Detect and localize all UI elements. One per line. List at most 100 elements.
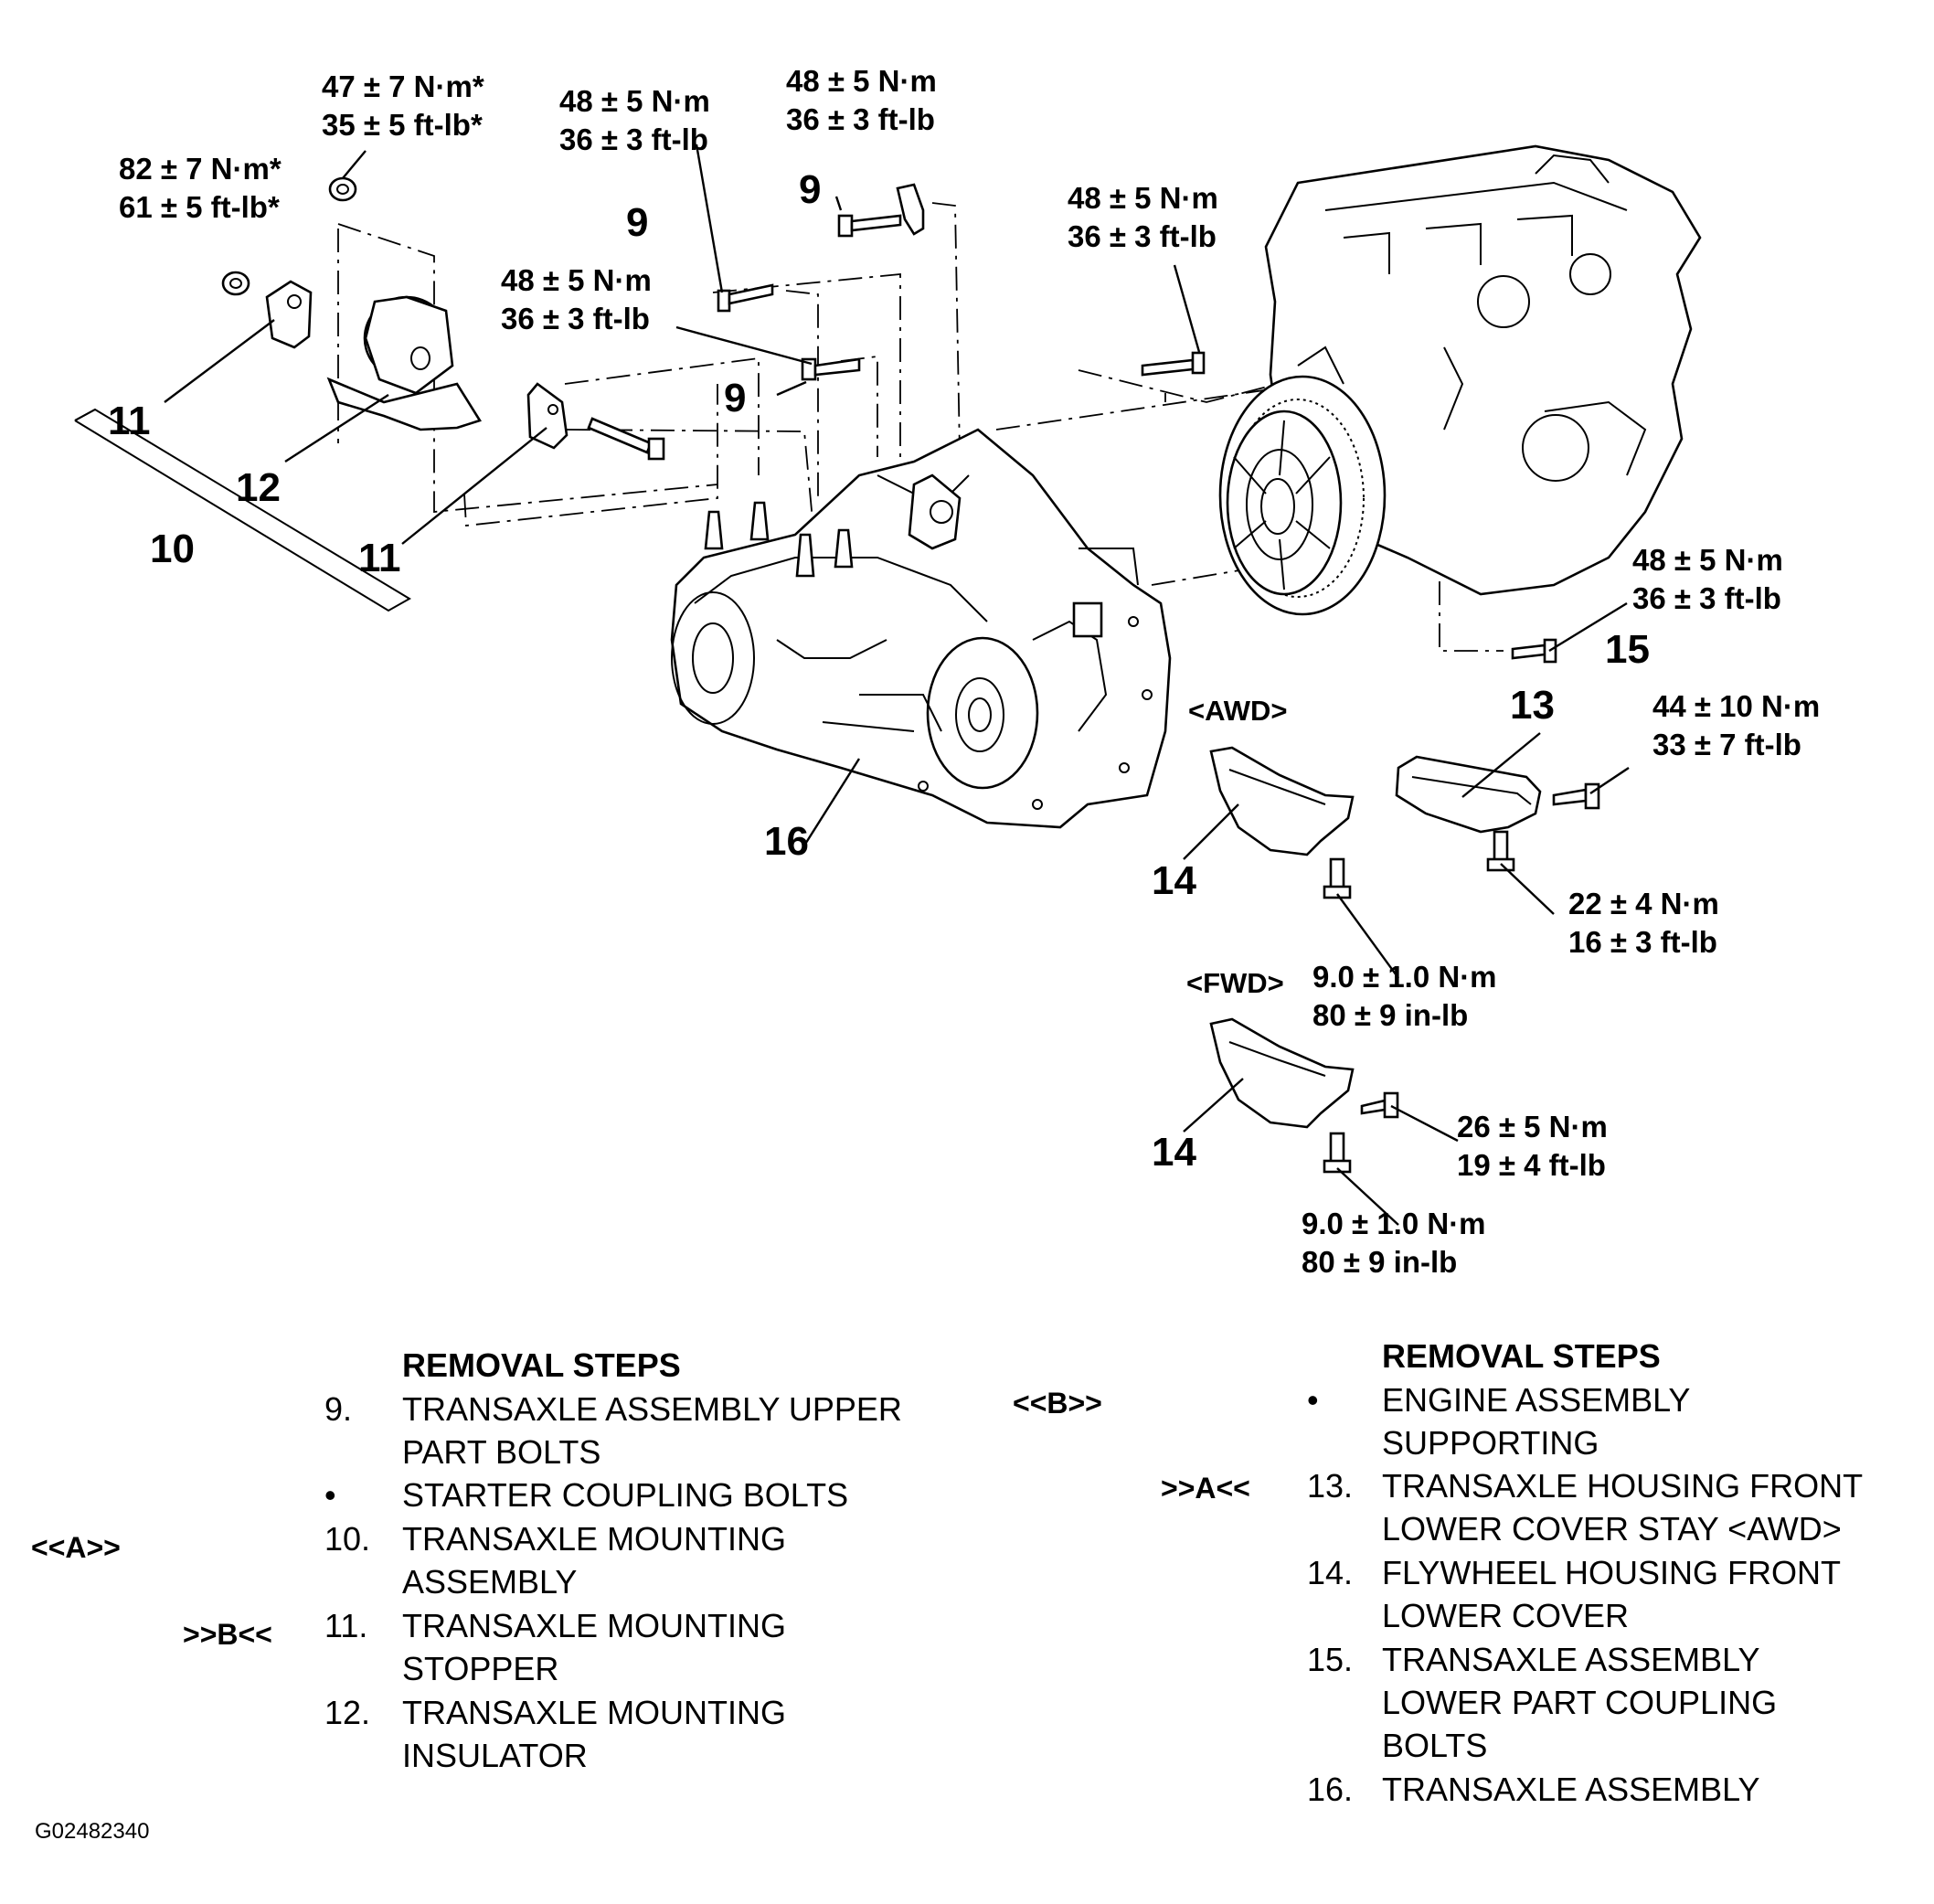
leader-line (695, 144, 724, 293)
callout-number: 16 (764, 819, 809, 864)
removal-steps-right: REMOVAL STEPS <<B>> >>A<< • ENGINE ASSEM… (987, 1325, 1929, 1808)
exploded-view-diagram: 82 ± 7 N·m* 61 ± 5 ft-lb* 47 ± 7 N·m* 35… (74, 64, 1820, 1279)
leader-line (1183, 803, 1239, 860)
mount-assembly-outline (74, 409, 96, 421)
step-number: 11. (324, 1607, 368, 1644)
torque-spec-label: 36 ± 3 ft-lb (1068, 219, 1217, 253)
bolt-9a (717, 283, 774, 313)
torque-spec-label: 48 ± 5 N·m (1068, 181, 1218, 215)
flywheel-cover-fwd (1209, 1017, 1355, 1129)
leader-line (675, 325, 813, 366)
leader-line (342, 150, 367, 179)
torque-spec-label: 48 ± 5 N·m (501, 263, 652, 297)
leader-line (164, 319, 275, 403)
alignment-line (785, 290, 819, 501)
alignment-line (564, 356, 760, 475)
callout-number: 11 (358, 536, 401, 580)
callout-number: 9 (626, 200, 648, 245)
step-text: SUPPORTING (1382, 1424, 1599, 1462)
callout-number: 9 (724, 376, 746, 420)
leader-line (1390, 1104, 1459, 1143)
leader-line (1548, 601, 1628, 653)
step-marker: <<A>> (31, 1531, 121, 1564)
leader-line (802, 758, 861, 846)
step-bullet: • (324, 1476, 336, 1514)
step-text: ENGINE ASSEMBLY (1382, 1381, 1691, 1419)
leader-line (284, 393, 389, 463)
variant-label-awd: <AWD> (1188, 695, 1288, 727)
callout-number: 14 (1152, 1130, 1196, 1175)
step-text: TRANSAXLE ASSEMBLY UPPER (402, 1390, 902, 1428)
callout-number: 15 (1605, 627, 1650, 672)
bolt-15 (1511, 638, 1557, 664)
callout-number: 9 (799, 167, 821, 212)
callout-number: 10 (150, 527, 195, 571)
step-text: LOWER PART COUPLING (1382, 1684, 1778, 1721)
alignment-line (337, 223, 718, 513)
variant-label-fwd: <FWD> (1186, 967, 1284, 999)
torque-spec-label: 33 ± 7 ft-lb (1652, 728, 1801, 761)
leader-line (401, 427, 547, 545)
lower-cover-stay (1395, 755, 1542, 834)
torque-spec-label: 22 ± 4 N·m (1568, 887, 1719, 920)
callout-number: 12 (236, 465, 281, 510)
torque-spec-label: 48 ± 5 N·m (559, 84, 710, 118)
bolt-9-fwd (1323, 1132, 1352, 1174)
bolt-26 (1360, 1091, 1399, 1119)
torque-spec-label: 80 ± 9 in-lb (1302, 1245, 1457, 1279)
step-marker: <<B>> (1013, 1387, 1102, 1420)
nut-82 (221, 271, 250, 296)
leader-line (776, 380, 807, 397)
torque-spec-label: 35 ± 5 ft-lb* (322, 108, 483, 142)
mount-insulator (326, 295, 482, 431)
flywheel-cover-awd (1209, 746, 1355, 856)
step-text: TRANSAXLE HOUSING FRONT (1382, 1467, 1864, 1505)
torque-spec-label: 19 ± 4 ft-lb (1457, 1148, 1606, 1182)
bolt-9b (801, 357, 861, 381)
torque-spec-label: 47 ± 7 N·m* (322, 69, 484, 103)
nut-47 (328, 176, 357, 202)
step-text: STARTER COUPLING BOLTS (402, 1476, 849, 1514)
callout-number: 13 (1510, 683, 1555, 728)
step-number: 13. (1307, 1467, 1354, 1505)
step-number: 14. (1307, 1554, 1354, 1591)
torque-spec-label: 36 ± 3 ft-lb (786, 102, 935, 136)
alignment-line (931, 202, 961, 453)
step-text: TRANSAXLE ASSEMBLY (1382, 1771, 1760, 1808)
torque-spec-label: 36 ± 3 ft-lb (559, 122, 708, 156)
torque-spec-label: 16 ± 3 ft-lb (1568, 925, 1717, 959)
torque-spec-label: 36 ± 3 ft-lb (501, 302, 650, 335)
torque-spec-label: 9.0 ± 1.0 N·m (1312, 960, 1497, 994)
bolt-44 (1552, 782, 1600, 810)
step-text: FLYWHEEL HOUSING FRONT (1382, 1554, 1842, 1591)
step-text: BOLTS (1382, 1727, 1488, 1764)
callout-number: 11 (108, 399, 151, 443)
leader-line (834, 196, 843, 211)
step-bullet: • (1307, 1381, 1319, 1419)
torque-spec-label: 44 ± 10 N·m (1652, 689, 1820, 723)
bolt-stopper (587, 417, 665, 461)
step-number: 15. (1307, 1641, 1354, 1678)
callout-number: 14 (1152, 858, 1196, 903)
step-text: INSULATOR (402, 1737, 588, 1774)
alignment-line (995, 383, 1308, 431)
leader-line (1336, 893, 1399, 979)
step-text: ASSEMBLY (402, 1563, 578, 1601)
step-text: TRANSAXLE MOUNTING (402, 1694, 787, 1731)
leader-line (1336, 1167, 1399, 1226)
torque-spec-label: 61 ± 5 ft-lb* (119, 190, 280, 224)
mount-stopper-left (265, 280, 313, 349)
torque-spec-label: 48 ± 5 N·m (1632, 543, 1783, 577)
leader-line (1173, 264, 1201, 353)
flywheel (1218, 375, 1387, 616)
step-number: 16. (1307, 1771, 1354, 1808)
leader-line (1183, 1078, 1244, 1133)
alignment-line (566, 429, 814, 531)
transaxle-case (670, 428, 1172, 829)
leader-line (1589, 767, 1630, 794)
step-number: 10. (324, 1520, 371, 1558)
torque-spec-label: 9.0 ± 1.0 N·m (1302, 1207, 1486, 1240)
step-text: LOWER COVER (1382, 1597, 1630, 1634)
torque-spec-label: 48 ± 5 N·m (786, 64, 937, 98)
torque-spec-label: 82 ± 7 N·m* (119, 152, 282, 186)
